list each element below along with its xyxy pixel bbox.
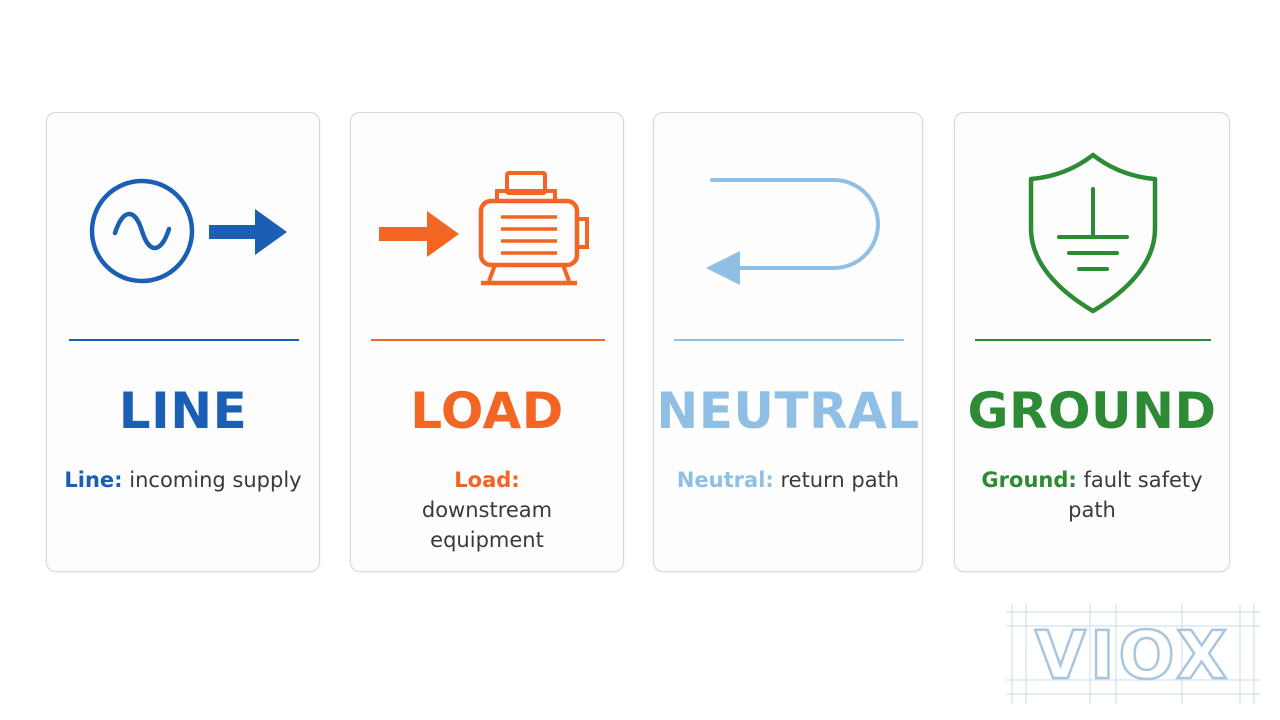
shield-ground-icon xyxy=(955,113,1229,323)
logo-text: VIOX xyxy=(1035,617,1231,694)
card-line: LINE Line: incoming supply xyxy=(46,112,320,572)
card-divider xyxy=(371,339,605,341)
card-text: fault safety path xyxy=(1068,468,1203,522)
card-term: Line: xyxy=(64,468,123,492)
card-text: incoming supply xyxy=(129,468,302,492)
card-ground: GROUND Ground: fault safety path xyxy=(954,112,1230,572)
card-description: Load: downstream equipment xyxy=(361,465,613,555)
card-load: LOAD Load: downstream equipment xyxy=(350,112,624,572)
card-description: Neutral: return path xyxy=(664,465,912,495)
card-neutral: NEUTRAL Neutral: return path xyxy=(653,112,923,572)
card-term: Neutral: xyxy=(676,468,774,492)
return-arrow-icon xyxy=(654,113,922,323)
motor-icon xyxy=(351,113,623,323)
card-text: return path xyxy=(780,468,900,492)
card-text: downstream equipment xyxy=(421,498,553,552)
card-title: LOAD xyxy=(410,382,564,440)
card-description: Ground: fault safety path xyxy=(965,465,1219,525)
card-divider xyxy=(674,339,904,341)
card-divider xyxy=(69,339,299,341)
card-term: Load: xyxy=(454,468,520,492)
viox-logo: VIOX xyxy=(1006,604,1260,704)
ac-source-arrow-icon xyxy=(47,113,319,323)
card-title: LINE xyxy=(118,382,248,440)
card-title: NEUTRAL xyxy=(656,382,920,440)
card-term: Ground: xyxy=(981,468,1077,492)
card-divider xyxy=(975,339,1211,341)
card-description: Line: incoming supply xyxy=(57,465,309,495)
card-title: GROUND xyxy=(967,382,1217,440)
